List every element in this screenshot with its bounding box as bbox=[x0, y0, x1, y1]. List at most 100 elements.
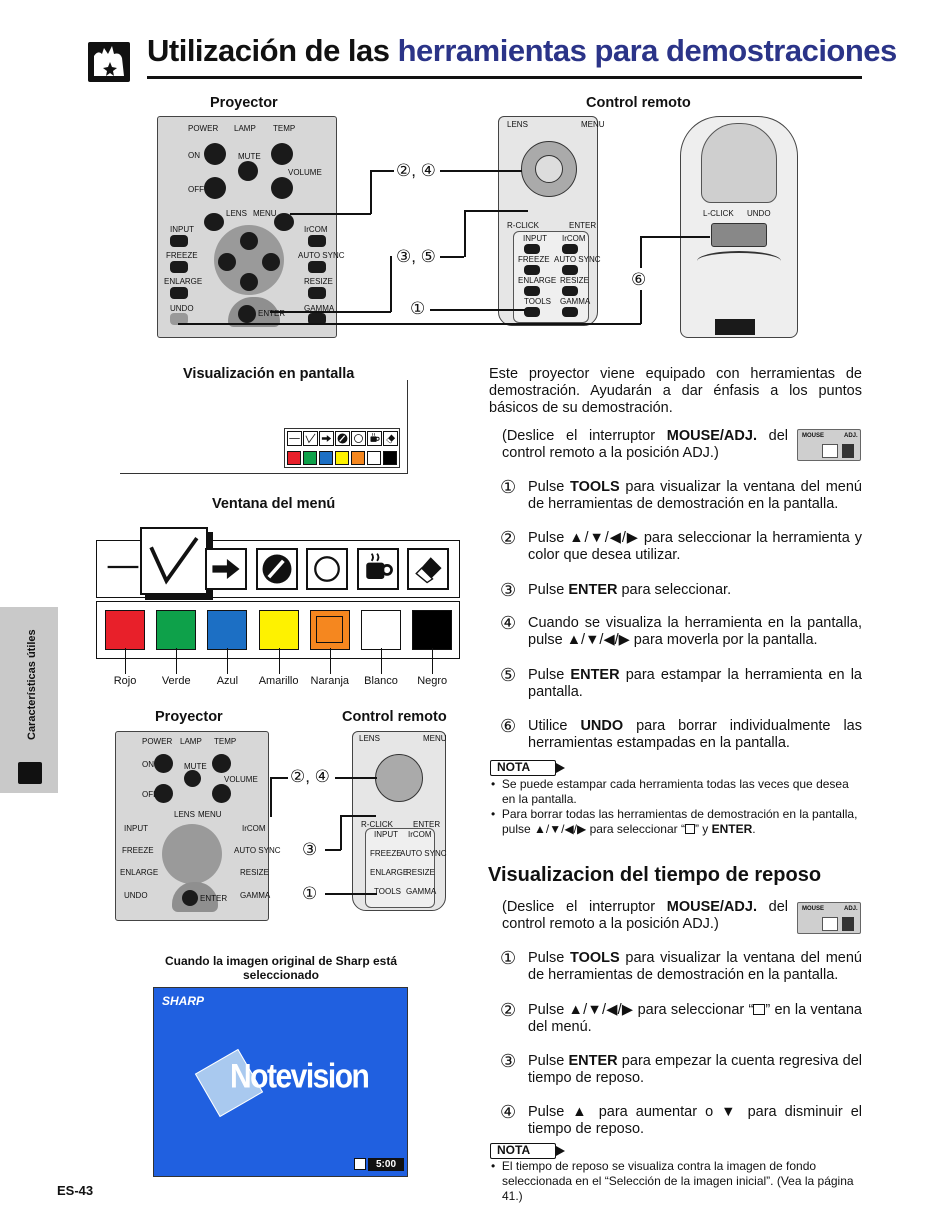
undo-label-2: UNDO bbox=[124, 891, 148, 900]
right-button[interactable] bbox=[262, 253, 280, 271]
input-button[interactable] bbox=[170, 235, 188, 247]
leader-line bbox=[178, 323, 641, 325]
line-icon[interactable] bbox=[104, 548, 146, 590]
remote-gamma-label-2: GAMMA bbox=[406, 887, 437, 896]
swatch-azul[interactable] bbox=[207, 610, 248, 650]
enter-button-2[interactable] bbox=[182, 890, 198, 906]
cup-icon[interactable] bbox=[356, 548, 399, 590]
volume-label-2: VOLUME bbox=[224, 775, 258, 784]
left-button[interactable] bbox=[218, 253, 236, 271]
screen-frame bbox=[120, 380, 408, 474]
autosync-label-2: AUTO SYNC bbox=[234, 846, 281, 855]
mini-circle-icon bbox=[351, 431, 366, 446]
remote-rclick-label: R-CLICK bbox=[507, 221, 540, 230]
remote-autosync-button[interactable] bbox=[562, 265, 578, 275]
up-button[interactable] bbox=[240, 232, 258, 250]
enter-button[interactable] bbox=[238, 305, 256, 323]
remote-tools-button[interactable] bbox=[524, 307, 540, 317]
timer-cup-icon bbox=[354, 1158, 366, 1170]
remote-front: LENS MENU R-CLICK ENTER INPUT IrCOM FREE… bbox=[498, 116, 605, 326]
power-label-2: POWER bbox=[142, 737, 173, 746]
remote-enlarge-button[interactable] bbox=[524, 286, 540, 296]
lclick-undo-button[interactable] bbox=[711, 223, 767, 247]
step-text: Pulse ENTER para empezar la cuenta regre… bbox=[528, 1053, 862, 1086]
volume-up-button[interactable] bbox=[271, 143, 293, 165]
eraser-icon[interactable] bbox=[407, 548, 449, 590]
remote-gamma-button[interactable] bbox=[562, 307, 578, 317]
callout-1-b: ① bbox=[302, 884, 318, 903]
on-button[interactable] bbox=[204, 143, 226, 165]
swatch-verde[interactable] bbox=[156, 610, 197, 650]
switch-knob bbox=[842, 444, 854, 458]
on-label-2: ON bbox=[142, 760, 154, 769]
remote-label: Control remoto bbox=[586, 95, 691, 111]
arrow-icon[interactable] bbox=[205, 548, 247, 590]
power-label: POWER bbox=[188, 124, 219, 133]
step-number: ③ bbox=[500, 1051, 517, 1071]
undo-button[interactable] bbox=[170, 313, 188, 325]
on-button-2[interactable] bbox=[154, 754, 173, 773]
temp-label: TEMP bbox=[273, 124, 296, 133]
color-label: Verde bbox=[161, 675, 191, 687]
leader-line bbox=[325, 893, 377, 895]
remote-ircom-button[interactable] bbox=[562, 244, 578, 254]
remote-input-button[interactable] bbox=[524, 244, 540, 254]
switch-adj-label-2: ADJ. bbox=[844, 906, 858, 912]
mute-button[interactable] bbox=[238, 161, 258, 181]
menu-button[interactable] bbox=[274, 213, 294, 231]
step-text: Pulse ▲ para aumentar o ▼ para disminuir… bbox=[528, 1104, 862, 1137]
freeze-button[interactable] bbox=[170, 261, 188, 273]
title-rule bbox=[147, 76, 862, 79]
volume-up-button-2[interactable] bbox=[212, 754, 231, 773]
swatch-negro[interactable] bbox=[412, 610, 453, 650]
remote-back: L-CLICK UNDO bbox=[680, 116, 798, 338]
projector-label: Proyector bbox=[210, 95, 278, 111]
remote-center-button[interactable] bbox=[535, 155, 563, 183]
swatch-naranja[interactable] bbox=[309, 610, 350, 650]
lens-button[interactable] bbox=[204, 213, 224, 231]
pen-icon[interactable] bbox=[255, 548, 298, 590]
color-label: Amarillo bbox=[258, 675, 299, 687]
intro-text: Este proyector viene equipado con herram… bbox=[489, 366, 862, 416]
check-icon[interactable] bbox=[140, 527, 208, 595]
volume-down-button[interactable] bbox=[271, 177, 293, 199]
projector-label-2: Proyector bbox=[155, 709, 223, 725]
ircom-button[interactable] bbox=[308, 235, 326, 247]
sharp-screen: SHARP Notevision 5:00 bbox=[153, 987, 408, 1177]
direction-pad-2[interactable] bbox=[162, 824, 222, 884]
resize-button[interactable] bbox=[308, 287, 326, 299]
off-button[interactable] bbox=[204, 177, 226, 199]
off-button-2[interactable] bbox=[154, 784, 173, 803]
swatch-leader-line bbox=[176, 648, 178, 674]
swatch-rojo[interactable] bbox=[105, 610, 145, 650]
auto-sync-button[interactable] bbox=[308, 261, 326, 273]
swatch-amarillo[interactable] bbox=[258, 610, 299, 650]
temp-label-2: TEMP bbox=[214, 737, 237, 746]
mute-button-2[interactable] bbox=[184, 770, 201, 787]
step-text: Pulse ▲/▼/◀/▶ para seleccionar la herram… bbox=[528, 530, 862, 563]
swatch-blanco[interactable] bbox=[361, 610, 401, 650]
down-button[interactable] bbox=[240, 273, 258, 291]
step-number: ⑤ bbox=[500, 665, 517, 685]
mute-label-2: MUTE bbox=[184, 762, 207, 771]
gamma-label: GAMMA bbox=[304, 304, 335, 313]
step-number: ① bbox=[500, 477, 517, 497]
volume-down-button-2[interactable] bbox=[212, 784, 231, 803]
mini-swatch bbox=[319, 451, 333, 465]
remote-direction-pad-2[interactable] bbox=[375, 754, 423, 802]
circle-icon[interactable] bbox=[306, 548, 348, 590]
menu-label-2: MENU bbox=[198, 810, 222, 819]
callout-6: ⑥ bbox=[631, 270, 647, 289]
lens-label-2: LENS bbox=[174, 810, 195, 819]
color-label: Blanco bbox=[364, 675, 398, 687]
sharp-caption: Cuando la imagen original de Sharp está … bbox=[164, 954, 398, 982]
step-text: Pulse ENTER para estampar la herramienta… bbox=[528, 667, 862, 700]
color-label: Azul bbox=[216, 675, 239, 687]
gamma-button[interactable] bbox=[308, 313, 326, 325]
step-number: ④ bbox=[500, 613, 517, 633]
enlarge-button[interactable] bbox=[170, 287, 188, 299]
remote-tools-label-2: TOOLS bbox=[374, 887, 401, 896]
back-undo-label: UNDO bbox=[747, 209, 771, 218]
remote-freeze-button[interactable] bbox=[524, 265, 540, 275]
remote-resize-button[interactable] bbox=[562, 286, 578, 296]
